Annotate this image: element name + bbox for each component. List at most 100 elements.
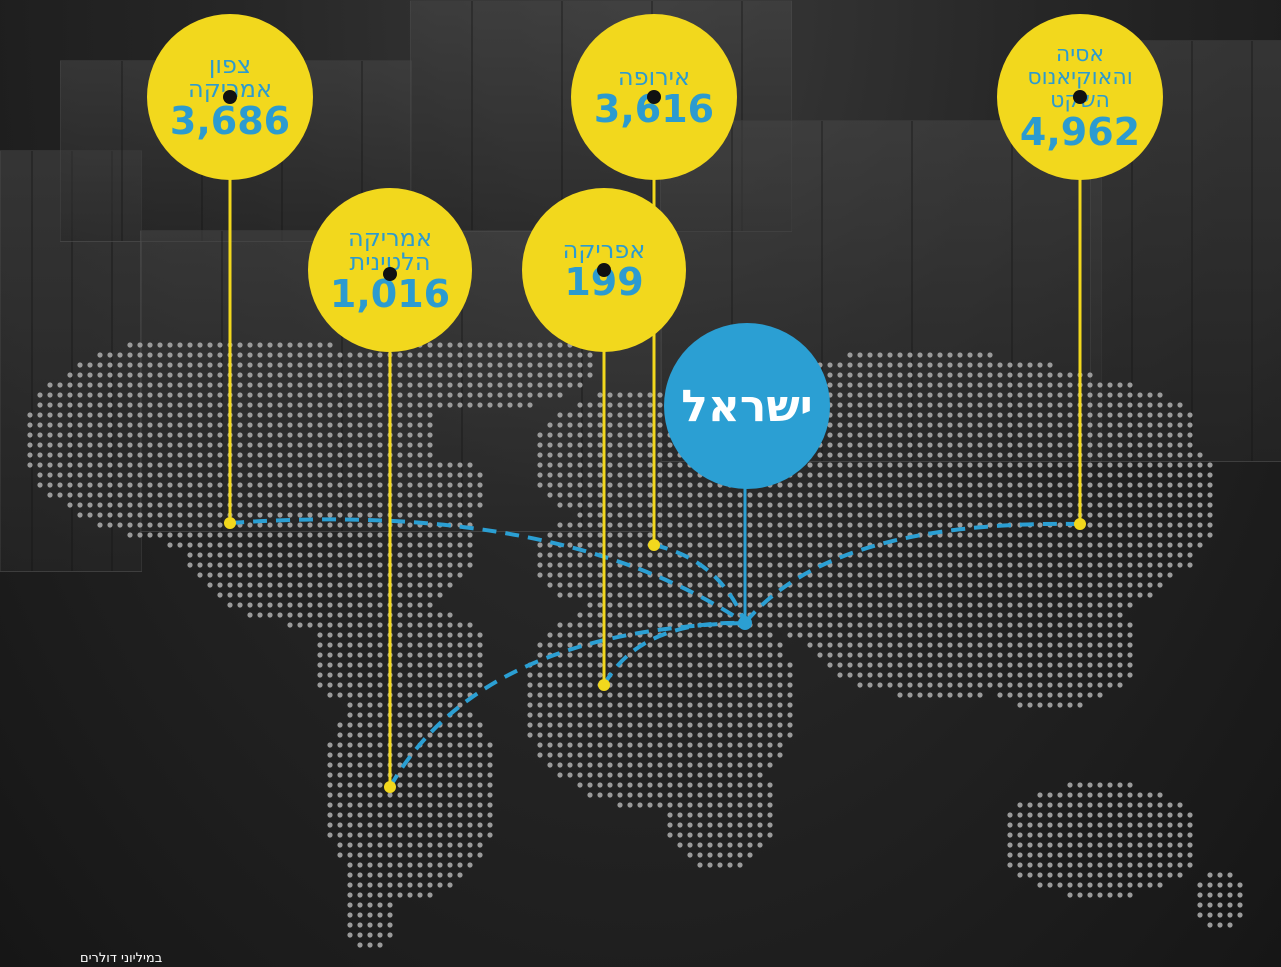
map-dot bbox=[577, 662, 583, 668]
map-dot bbox=[757, 702, 763, 708]
map-dot bbox=[627, 582, 633, 588]
map-dot bbox=[597, 512, 603, 518]
map-dot bbox=[727, 762, 733, 768]
map-dot bbox=[857, 602, 863, 608]
map-dot bbox=[477, 752, 483, 758]
map-dot bbox=[997, 642, 1003, 648]
map-dot bbox=[107, 512, 113, 518]
map-dot bbox=[1037, 412, 1043, 418]
map-dot bbox=[1047, 602, 1053, 608]
map-dot bbox=[427, 482, 433, 488]
map-dot bbox=[877, 502, 883, 508]
map-dot bbox=[757, 512, 763, 518]
map-dot bbox=[247, 392, 253, 398]
map-dot bbox=[107, 442, 113, 448]
map-dot bbox=[587, 362, 593, 368]
map-dot bbox=[777, 702, 783, 708]
map-dot bbox=[547, 712, 553, 718]
map-dot bbox=[367, 822, 373, 828]
map-dot bbox=[557, 532, 563, 538]
map-dot bbox=[1047, 832, 1053, 838]
map-dot bbox=[1017, 872, 1023, 878]
map-dot bbox=[997, 382, 1003, 388]
map-dot bbox=[1197, 492, 1203, 498]
map-dot bbox=[407, 852, 413, 858]
map-dot bbox=[567, 652, 573, 658]
map-dot bbox=[197, 382, 203, 388]
map-dot bbox=[887, 682, 893, 688]
map-dot bbox=[247, 412, 253, 418]
map-dot bbox=[797, 522, 803, 528]
map-dot bbox=[447, 382, 453, 388]
map-dot bbox=[827, 642, 833, 648]
map-dot bbox=[937, 542, 943, 548]
map-dot bbox=[1217, 902, 1223, 908]
map-dot bbox=[947, 572, 953, 578]
map-dot bbox=[307, 542, 313, 548]
map-dot bbox=[987, 362, 993, 368]
map-dot bbox=[367, 792, 373, 798]
map-dot bbox=[847, 542, 853, 548]
map-dot bbox=[207, 412, 213, 418]
map-dot bbox=[357, 732, 363, 738]
map-dot bbox=[127, 472, 133, 478]
map-dot bbox=[1087, 532, 1093, 538]
map-dot bbox=[1057, 812, 1063, 818]
map-dot bbox=[1117, 462, 1123, 468]
map-dot bbox=[987, 592, 993, 598]
map-dot bbox=[597, 442, 603, 448]
map-dot bbox=[417, 452, 423, 458]
map-dot bbox=[597, 412, 603, 418]
map-dot bbox=[727, 682, 733, 688]
map-dot bbox=[757, 612, 763, 618]
map-dot bbox=[737, 722, 743, 728]
map-dot bbox=[57, 442, 63, 448]
map-dot bbox=[737, 662, 743, 668]
map-dot bbox=[297, 462, 303, 468]
map-dot bbox=[587, 552, 593, 558]
map-dot bbox=[407, 802, 413, 808]
map-dot bbox=[687, 712, 693, 718]
map-dot bbox=[987, 672, 993, 678]
map-dot bbox=[907, 442, 913, 448]
map-dot bbox=[417, 842, 423, 848]
map-dot bbox=[147, 512, 153, 518]
map-dot bbox=[557, 572, 563, 578]
map-dot bbox=[37, 442, 43, 448]
map-dot bbox=[707, 502, 713, 508]
map-dot bbox=[427, 352, 433, 358]
map-dot bbox=[157, 432, 163, 438]
map-dot bbox=[137, 362, 143, 368]
map-dot bbox=[747, 692, 753, 698]
map-dot bbox=[907, 432, 913, 438]
map-dot bbox=[667, 742, 673, 748]
map-dot bbox=[817, 612, 823, 618]
map-dot bbox=[1157, 482, 1163, 488]
map-dot bbox=[307, 522, 313, 528]
map-dot bbox=[647, 682, 653, 688]
map-dot bbox=[247, 342, 253, 348]
map-dot bbox=[847, 642, 853, 648]
map-dot bbox=[1157, 392, 1163, 398]
map-dot bbox=[1207, 532, 1213, 538]
map-dot bbox=[437, 872, 443, 878]
map-dot bbox=[817, 452, 823, 458]
map-dot bbox=[327, 832, 333, 838]
map-dot bbox=[357, 792, 363, 798]
map-dot bbox=[667, 792, 673, 798]
map-dot bbox=[1007, 632, 1013, 638]
map-dot bbox=[237, 592, 243, 598]
map-dot bbox=[367, 682, 373, 688]
map-dot bbox=[357, 912, 363, 918]
map-dot bbox=[1167, 542, 1173, 548]
map-dot bbox=[917, 492, 923, 498]
map-dot bbox=[1007, 422, 1013, 428]
map-dot bbox=[737, 812, 743, 818]
map-dot bbox=[397, 792, 403, 798]
map-dot bbox=[1077, 792, 1083, 798]
map-dot bbox=[447, 702, 453, 708]
map-dot bbox=[1017, 692, 1023, 698]
map-dot bbox=[877, 542, 883, 548]
map-dot bbox=[267, 502, 273, 508]
map-dot bbox=[867, 492, 873, 498]
